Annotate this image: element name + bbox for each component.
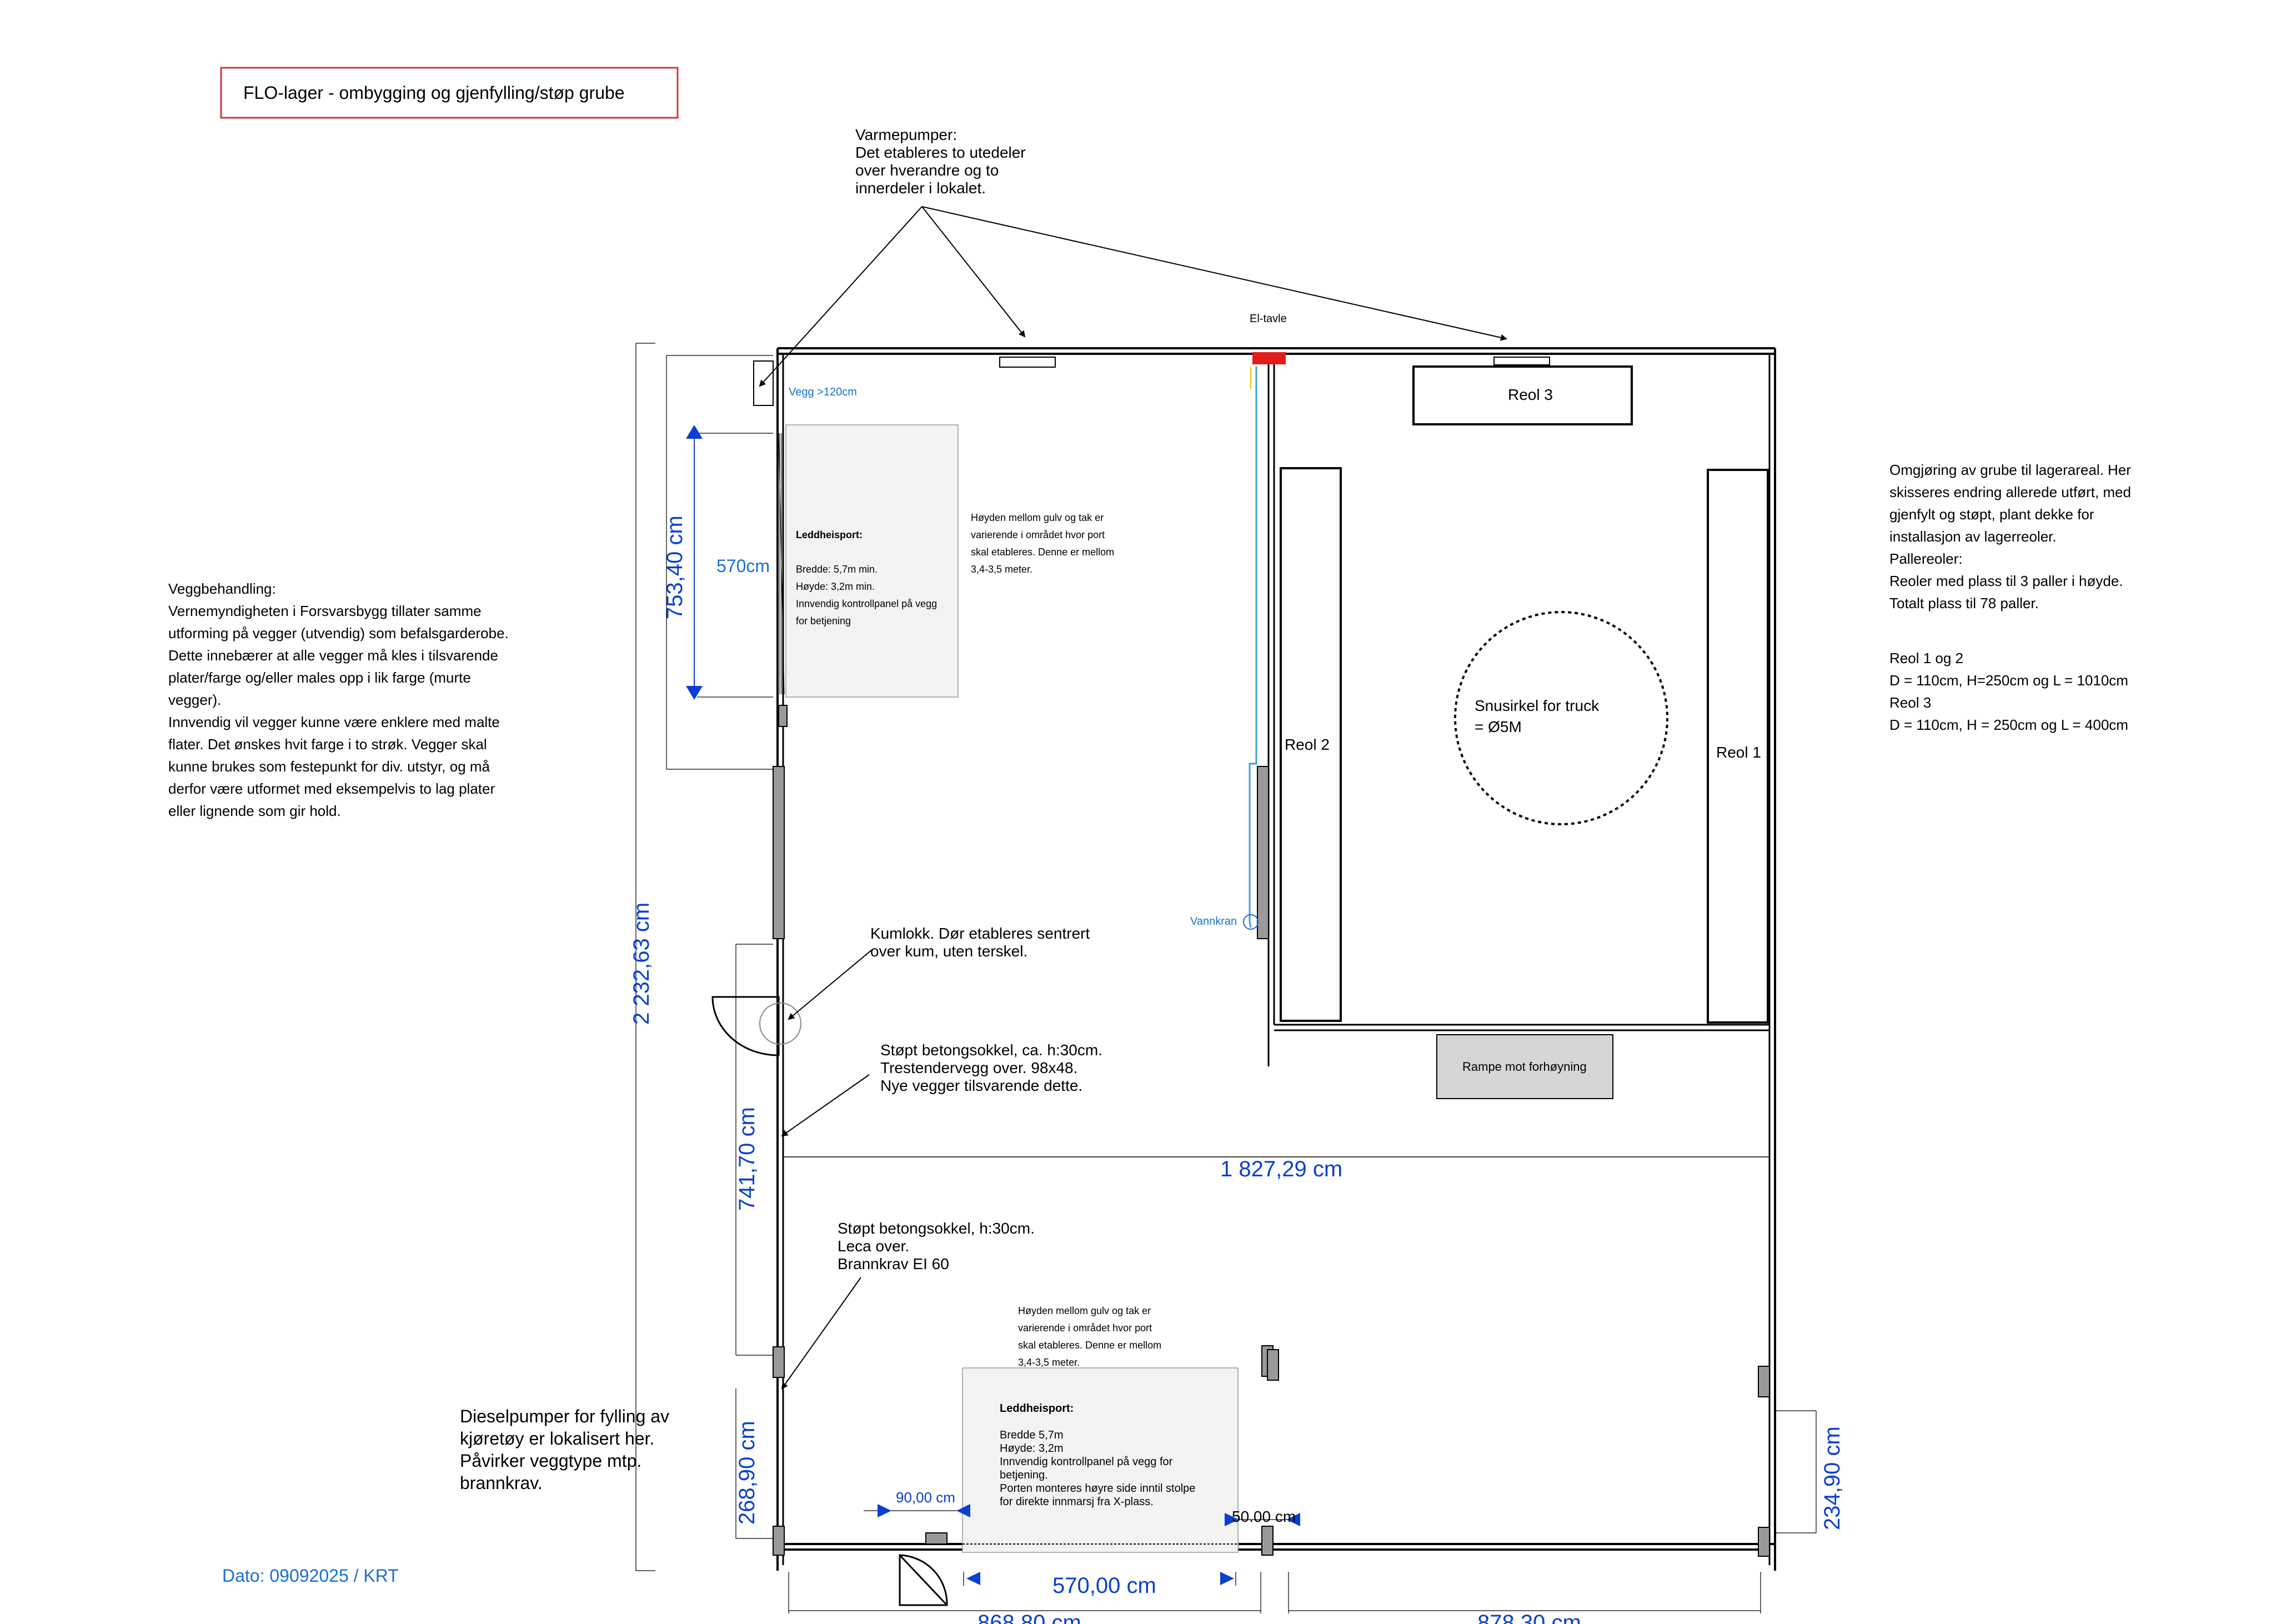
dim-878: 878,30 cm	[1477, 1611, 1581, 1624]
heat-pump-unit	[999, 357, 1056, 368]
el-tavle-label: El-tavle	[1250, 313, 1287, 325]
heat-pump-unit	[753, 360, 774, 406]
dim-234: 234,90 cm	[1820, 1426, 1844, 1530]
varmepumper-note: Varmepumper: Det etableres to utedeler o…	[855, 126, 1026, 197]
outer-walls	[776, 347, 1776, 1571]
sokkel-note-lower: Støpt betongsokkel, h:30cm. Leca over. B…	[838, 1220, 1035, 1272]
column	[778, 705, 788, 727]
leader-lines	[759, 206, 1507, 1390]
dimension-arrows	[686, 425, 1300, 1585]
columns	[773, 705, 1770, 1557]
upper-gate-body: Bredde: 5,7m min. Høyde: 3,2m min. Innve…	[796, 564, 938, 626]
lower-gate-title: Leddheisport:	[1000, 1402, 1074, 1415]
reol-3-label: Reol 3	[1508, 386, 1553, 403]
upper-gate-title: Leddheisport:	[796, 529, 863, 540]
dim-868: 868,80 cm	[977, 1611, 1081, 1624]
column	[773, 766, 785, 939]
kumlokk-note: Kumlokk. Dør etableres sentrert over kum…	[870, 925, 1090, 960]
upper-gate-text: Leddheisport: Bredde: 5,7m min. Høyde: 3…	[796, 509, 957, 647]
reol-1-label: Reol 1	[1716, 744, 1761, 761]
kumlokk-circle	[759, 1003, 801, 1045]
upper-gate-area	[785, 424, 959, 698]
dim-570-horizontal: 570,00 cm	[1052, 1573, 1156, 1598]
water-pipe	[1249, 367, 1257, 928]
dim-268: 268,90 cm	[735, 1421, 759, 1525]
hatched-wall	[778, 433, 785, 695]
dim-741: 741,70 cm	[735, 1107, 759, 1211]
rampe-label: Rampe mot forhøyning	[1462, 1060, 1587, 1074]
date-label: Dato: 09092025 / KRT	[222, 1566, 399, 1586]
snusirkel-label-2: = Ø5M	[1475, 718, 1522, 735]
column	[773, 1526, 785, 1556]
dim-2232: 2 232,63 cm	[629, 903, 654, 1025]
lower-gate-body: Bredde 5,7m Høyde: 3,2m Innvendig kontro…	[1000, 1429, 1196, 1508]
page-title: FLO-lager - ombygging og gjenfylling/stø…	[243, 83, 625, 103]
column	[1758, 1366, 1770, 1397]
snusirkel-label-1: Snusirkel for truck	[1475, 697, 1600, 714]
hoyde-note-upper: Høyden mellom gulv og tak er varierende …	[971, 512, 1115, 575]
hoyde-note-lower: Høyden mellom gulv og tak er varierende …	[1018, 1305, 1162, 1368]
heat-pump-unit	[1493, 357, 1550, 365]
door-leaf	[899, 1554, 948, 1606]
dimension-lines	[635, 343, 1817, 1613]
lower-gate-text: Leddheisport: Bredde 5,7m Høyde: 3,2m In…	[1000, 1389, 1233, 1522]
title-box	[220, 67, 679, 119]
omgjoring-note: Omgjøring av grube til lagerareal. Her s…	[1889, 462, 2131, 611]
rampe-box	[1436, 1034, 1613, 1099]
dim-90: 90,00 cm	[896, 1489, 955, 1506]
column	[1758, 1527, 1770, 1557]
diesel-note: Dieselpumper for fylling av kjøretøy er …	[460, 1406, 670, 1493]
column	[773, 1346, 785, 1378]
dim-570-vertical: 570cm	[716, 556, 770, 576]
column	[925, 1532, 948, 1545]
reol-2	[1280, 467, 1342, 1022]
column	[1257, 766, 1269, 939]
vannkran-label: Vannkran	[1190, 915, 1237, 928]
lower-gate-area	[962, 1367, 1239, 1553]
reol-3	[1412, 365, 1633, 425]
el-tavle-box	[1252, 352, 1286, 364]
small-column	[1267, 1349, 1279, 1381]
vannkran-icon	[1243, 914, 1259, 930]
vegg-label: Vegg >120cm	[789, 386, 857, 398]
sokkel-note-upper: Støpt betongsokkel, ca. h:30cm. Trestend…	[880, 1041, 1102, 1094]
turning-circle	[1454, 611, 1668, 825]
dim-50: 50.00 cm	[1232, 1508, 1296, 1525]
dim-753: 753,40 cm	[663, 515, 687, 619]
door-swing-bottom	[899, 1554, 948, 1606]
reol-2-label: Reol 2	[1285, 736, 1330, 753]
veggbehandling-note: Veggbehandling: Vernemyndigheten i Forsv…	[168, 580, 509, 819]
reol-dims-note: Reol 1 og 2 D = 110cm, H=250cm og L = 10…	[1889, 650, 2128, 733]
dim-1827: 1 827,29 cm	[1220, 1157, 1342, 1181]
door-swing-left	[711, 996, 780, 1056]
column	[1261, 1526, 1274, 1556]
reol-1	[1707, 469, 1769, 1024]
